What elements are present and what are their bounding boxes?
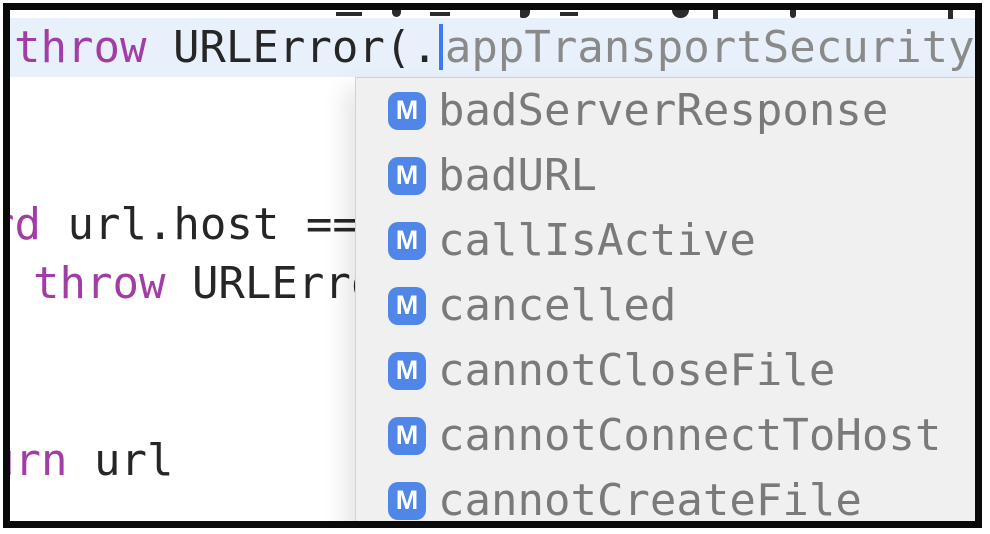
method-kind-icon: M xyxy=(388,91,426,130)
code-line-return[interactable]: urn url xyxy=(10,431,173,490)
code-line-throw2[interactable]: throw URLErro xyxy=(33,254,377,313)
method-kind-icon: M xyxy=(388,416,426,455)
method-kind-icon: M xyxy=(388,286,426,325)
method-kind-icon: M xyxy=(388,351,426,390)
keyword-token: throw xyxy=(33,258,166,309)
method-kind-icon: M xyxy=(388,221,426,260)
keyword-token: throw xyxy=(14,22,147,73)
completion-item-label: callIsActive xyxy=(438,215,756,266)
text-cursor xyxy=(438,24,443,70)
code-token: URLError(. xyxy=(146,22,438,73)
inline-completion-ghost-text: appTransportSecurity xyxy=(444,22,975,73)
code-editor[interactable]: throw URLError(.appTransportSecurity rd u… xyxy=(10,10,975,521)
code-token: URLErro xyxy=(165,258,378,309)
completion-item-label: cannotConnectToHost xyxy=(438,410,942,461)
keyword-token: urn xyxy=(10,435,68,486)
completion-item-label: cannotCloseFile xyxy=(438,345,836,396)
code-line-current[interactable]: throw URLError(.appTransportSecurity xyxy=(14,18,975,77)
code-line-guard[interactable]: rd url.host == xyxy=(10,195,359,254)
completion-item-label: badServerResponse xyxy=(438,85,889,136)
code-token: url xyxy=(67,435,174,486)
method-kind-icon: M xyxy=(388,156,426,195)
completion-item-label: badURL xyxy=(438,150,597,201)
current-line-highlight xyxy=(10,18,975,77)
code-token: url.host == xyxy=(40,199,359,250)
keyword-token: rd xyxy=(10,199,41,250)
completion-item-label: cancelled xyxy=(438,280,677,331)
completion-item-label: cannotCreateFile xyxy=(438,475,862,521)
method-kind-icon: M xyxy=(388,481,426,520)
